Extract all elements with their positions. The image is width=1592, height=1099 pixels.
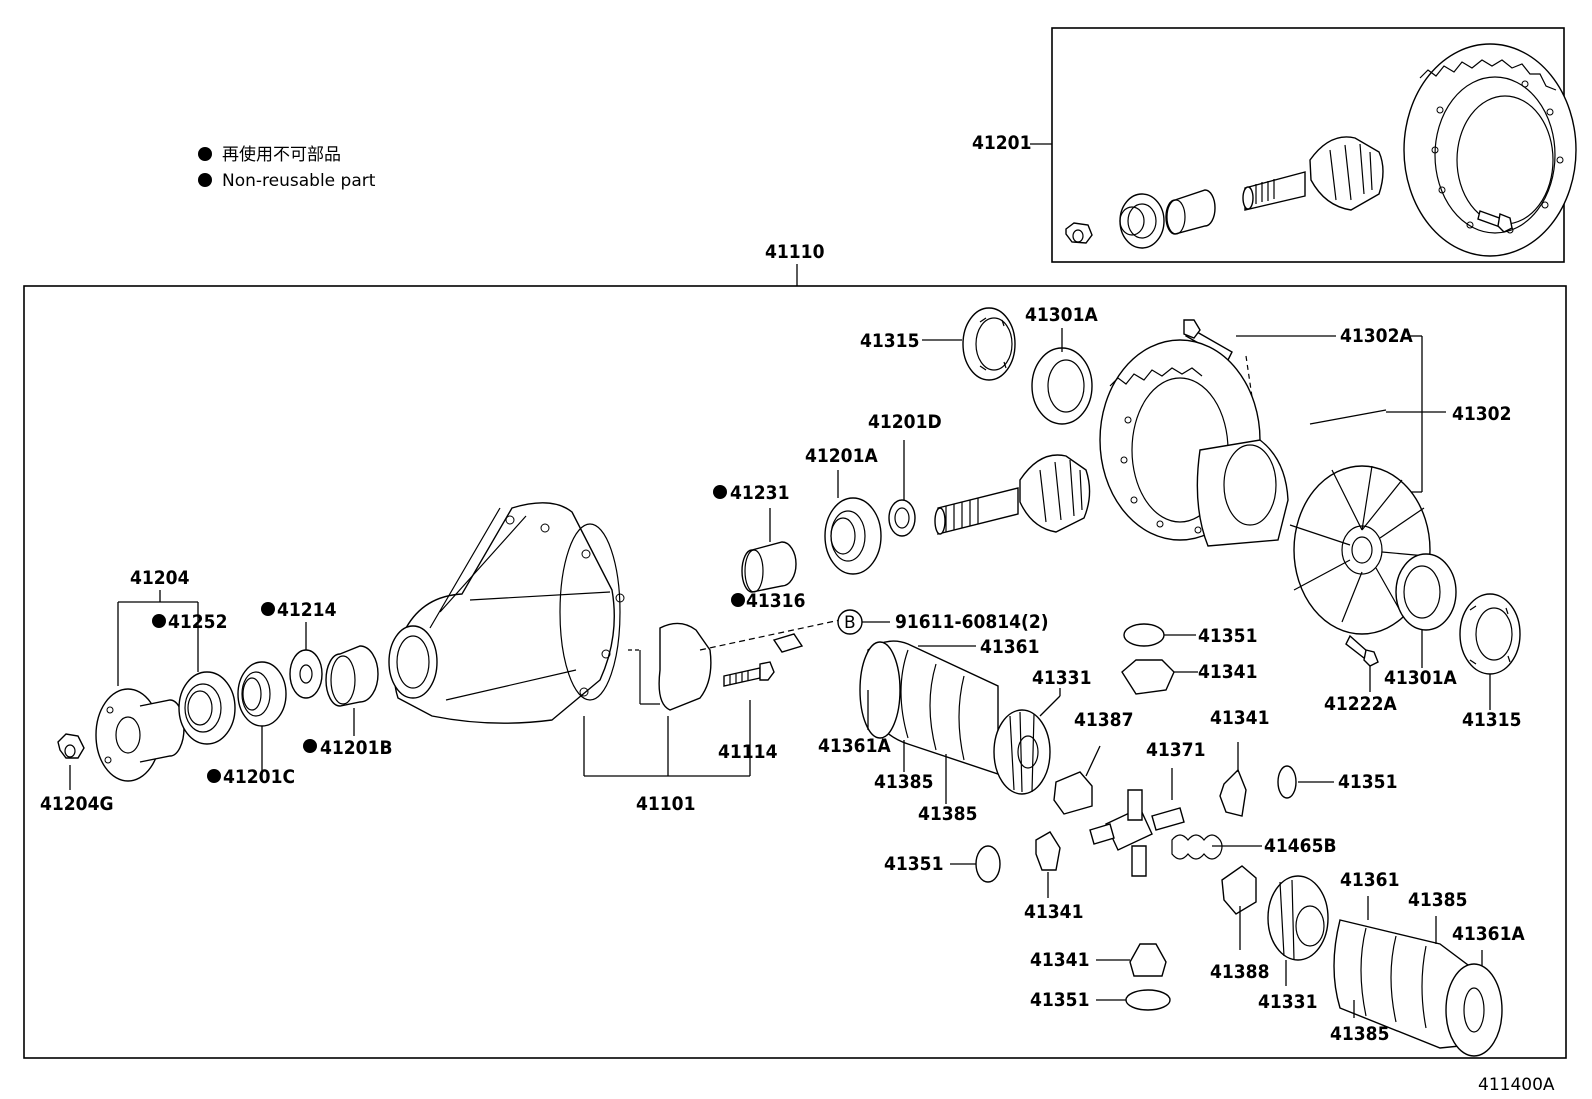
callout-41204G[interactable]: 41204G [40,793,114,815]
non-reusable-icon [731,593,745,607]
callout-41201A[interactable]: 41201A [805,445,878,467]
callout-41301A-top[interactable]: 41301A [1025,304,1098,326]
non-reusable-icon [152,614,166,628]
callout-41331-mid[interactable]: 41331 [1032,667,1091,689]
callout-circle-b[interactable]: B [844,613,856,633]
callout-41388[interactable]: 41388 [1210,961,1269,983]
callout-41214[interactable]: 41214 [277,599,337,621]
callout-41331-low[interactable]: 41331 [1258,991,1317,1013]
diagram-code: 411400A [1478,1075,1555,1095]
callout-41341-b[interactable]: 41341 [1210,707,1269,729]
lsd-internals: 41361 41361A 41385 41385 41331 41351 413… [818,623,1525,1057]
callout-41351-d[interactable]: 41351 [1030,989,1089,1011]
differential-case-group: 41315 41301A 41302A 41302 [860,304,1521,731]
legend-en: Non-reusable part [222,171,376,191]
callout-41465B[interactable]: 41465B [1264,835,1337,857]
callout-41361-low[interactable]: 41361 [1340,869,1399,891]
legend: 再使用不可部品 Non-reusable part [198,144,376,191]
pinion-group: 41231 41201A 41201D [713,411,1091,593]
non-reusable-icon [261,602,275,616]
callout-41361A-mid[interactable]: 41361A [818,735,891,757]
callout-41385-d[interactable]: 41385 [1330,1023,1389,1045]
callout-41341-d[interactable]: 41341 [1030,949,1089,971]
inset-ring-pinion-kit: 41201 [972,27,1577,263]
callout-41361A-low[interactable]: 41361A [1452,923,1525,945]
callout-41301A-right[interactable]: 41301A [1384,667,1457,689]
callout-41341-c[interactable]: 41341 [1024,901,1083,923]
non-reusable-icon [713,485,727,499]
callout-41387[interactable]: 41387 [1074,709,1133,731]
callout-41351-b[interactable]: 41351 [1338,771,1397,793]
callout-41201D[interactable]: 41201D [868,411,942,433]
main-assembly-box: 41110 [23,241,1567,1059]
callout-41385-b[interactable]: 41385 [918,803,977,825]
callout-41222A[interactable]: 41222A [1324,693,1397,715]
callout-41114[interactable]: 41114 [718,741,778,763]
carrier-housing: 41101 41114 41316 B 91611-60814(2) [388,502,1049,815]
callout-41252[interactable]: 41252 [168,611,227,633]
callout-41204[interactable]: 41204 [130,567,190,589]
flange-group: 41204 41252 41204G 41201C 41214 [40,567,393,815]
callout-41315-top[interactable]: 41315 [860,330,919,352]
callout-41302[interactable]: 41302 [1452,403,1511,425]
callout-41201[interactable]: 41201 [972,132,1031,154]
callout-41385-a[interactable]: 41385 [874,771,933,793]
callout-41201C[interactable]: 41201C [223,766,295,788]
legend-jp: 再使用不可部品 [222,144,341,165]
callout-41351-a[interactable]: 41351 [1198,625,1257,647]
callout-41302A[interactable]: 41302A [1340,325,1413,347]
callout-41351-c[interactable]: 41351 [884,853,943,875]
callout-41361-mid[interactable]: 41361 [980,636,1039,658]
callout-41315-right[interactable]: 41315 [1462,709,1521,731]
bullet-icon [198,173,212,187]
callout-41201B[interactable]: 41201B [320,737,393,759]
non-reusable-icon [207,769,221,783]
callout-41385-c[interactable]: 41385 [1408,889,1467,911]
callout-41101[interactable]: 41101 [636,793,695,815]
bullet-icon [198,147,212,161]
non-reusable-icon [303,739,317,753]
callout-91611-60814[interactable]: 91611-60814(2) [895,611,1049,633]
callout-41371[interactable]: 41371 [1146,739,1205,761]
callout-41231[interactable]: 41231 [730,482,789,504]
callout-41341-a[interactable]: 41341 [1198,661,1257,683]
callout-41110[interactable]: 41110 [765,241,825,263]
callout-41316[interactable]: 41316 [746,590,805,612]
